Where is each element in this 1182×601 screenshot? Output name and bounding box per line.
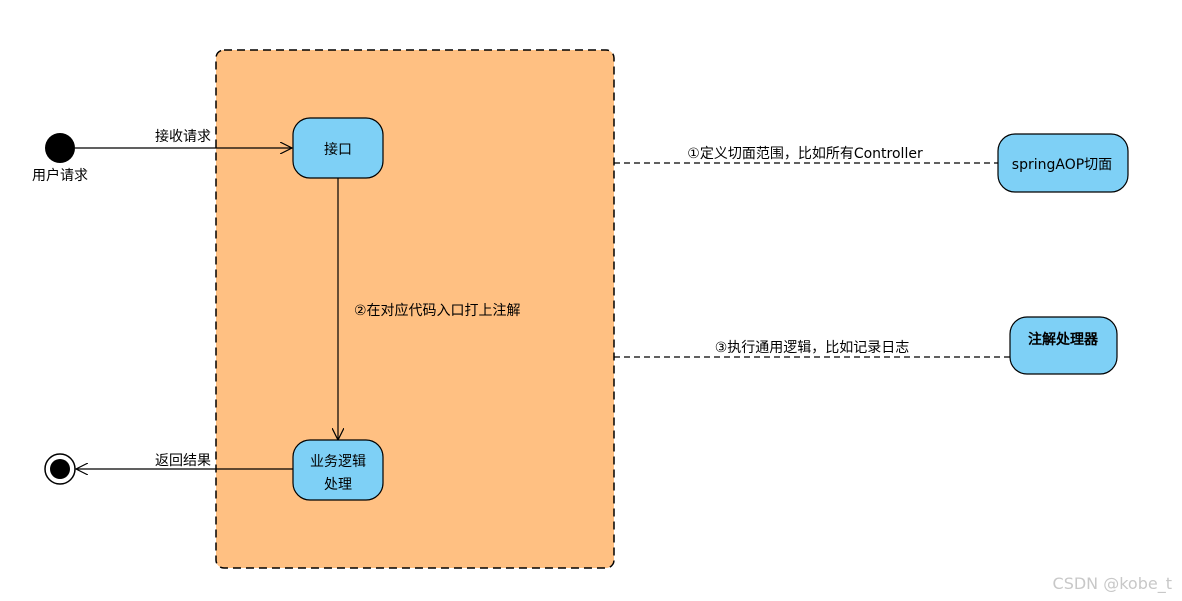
interface-label: 接口 <box>324 141 352 158</box>
business-logic-label-line1: 业务逻辑 <box>310 454 366 470</box>
receive-request-label: 接收请求 <box>155 128 211 145</box>
spring-aop-node <box>997 133 1129 193</box>
define-pointcut-label: ①定义切面范围，比如所有Controller <box>687 145 923 162</box>
annotation-processor-node <box>1009 316 1118 375</box>
end-node-inner <box>50 459 70 479</box>
return-result-label: 返回结果 <box>155 453 211 469</box>
start-node <box>45 133 75 163</box>
watermark: CSDN @kobe_t <box>1052 574 1172 593</box>
common-logic-label: ③执行通用逻辑，比如记录日志 <box>715 340 910 356</box>
add-annotation-label: ②在对应代码入口打上注解 <box>354 302 521 319</box>
user-request-label: 用户请求 <box>32 167 88 184</box>
business-logic-label-line2: 处理 <box>324 477 352 493</box>
annotation-processor-label: 注解处理器 <box>1028 331 1099 348</box>
add-annotation-label-bg <box>344 296 556 322</box>
business-logic-node <box>292 439 384 501</box>
spring-aop-label: springAOP切面 <box>1012 157 1112 173</box>
